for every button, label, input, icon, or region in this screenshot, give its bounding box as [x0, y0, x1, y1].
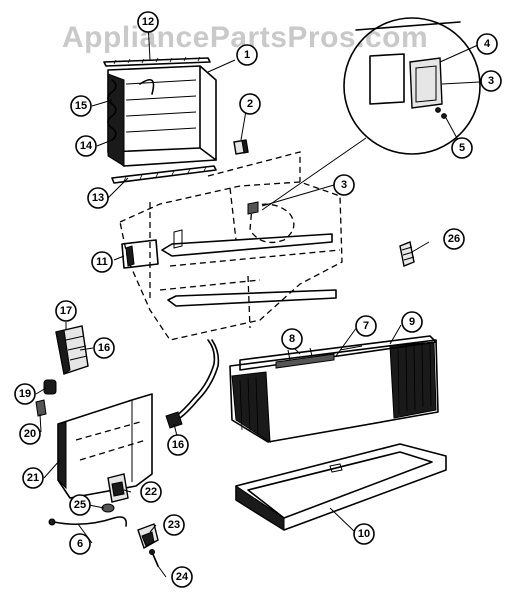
callout-8: 8 — [281, 328, 303, 350]
bottom-channel — [111, 165, 217, 184]
svg-text:14: 14 — [80, 140, 93, 152]
svg-text:21: 21 — [27, 472, 39, 484]
svg-text:26: 26 — [448, 233, 460, 245]
callout-16-tube: 16 — [167, 434, 189, 456]
drain-tube — [165, 339, 220, 429]
svg-text:24: 24 — [176, 571, 189, 583]
svg-text:7: 7 — [363, 320, 369, 332]
svg-text:11: 11 — [96, 256, 108, 268]
leader-lines — [35, 21, 481, 578]
part-23-thermostat — [137, 523, 159, 550]
callout-14: 14 — [75, 135, 97, 157]
svg-text:10: 10 — [358, 528, 370, 540]
svg-text:16: 16 — [172, 439, 184, 451]
callout-9: 9 — [401, 311, 423, 333]
svg-text:8: 8 — [289, 333, 295, 345]
chassis — [119, 151, 343, 341]
part-10-tray — [235, 443, 447, 531]
top-channel — [103, 56, 211, 67]
callout-25: 25 — [69, 494, 91, 516]
condenser-coil — [107, 65, 217, 167]
svg-text:4: 4 — [484, 38, 491, 50]
callout-2: 2 — [239, 93, 261, 115]
svg-text:25: 25 — [74, 499, 86, 511]
callout-16-left: 16 — [93, 337, 115, 359]
svg-text:2: 2 — [247, 98, 253, 110]
callout-5: 5 — [451, 137, 473, 159]
part-19-knob — [43, 379, 57, 395]
svg-text:1: 1 — [244, 49, 250, 61]
svg-text:19: 19 — [19, 388, 31, 400]
part-21-panel — [57, 393, 153, 499]
callout-4: 4 — [476, 33, 498, 55]
callout-10: 10 — [353, 523, 375, 545]
callout-17: 17 — [55, 300, 77, 322]
detail-inset — [261, 17, 481, 211]
callouts: 1 2 3 3 4 5 6 7 8 9 10 11 12 13 14 15 16… — [14, 11, 502, 588]
part-6-wire — [48, 516, 128, 527]
svg-text:9: 9 — [409, 316, 415, 328]
part-26-connector — [399, 241, 415, 267]
svg-text:15: 15 — [75, 100, 87, 112]
front-grille — [229, 335, 439, 443]
callout-13: 13 — [87, 187, 109, 209]
svg-text:13: 13 — [92, 192, 104, 204]
svg-text:22: 22 — [145, 486, 157, 498]
callout-19: 19 — [14, 383, 36, 405]
callout-6: 6 — [69, 533, 91, 555]
part-2-block — [233, 139, 249, 155]
svg-text:20: 20 — [24, 428, 36, 440]
part-11-rail — [121, 239, 159, 269]
callout-15: 15 — [70, 95, 92, 117]
callout-3-detail: 3 — [480, 70, 502, 92]
callout-1: 1 — [236, 44, 258, 66]
callout-23: 23 — [163, 514, 185, 536]
callout-22: 22 — [140, 481, 162, 503]
svg-text:12: 12 — [142, 16, 154, 28]
callout-21: 21 — [22, 467, 44, 489]
callout-3-chassis: 3 — [333, 174, 355, 196]
svg-text:3: 3 — [341, 179, 347, 191]
svg-text:3: 3 — [488, 75, 494, 87]
callout-26: 26 — [443, 228, 465, 250]
callout-7: 7 — [355, 315, 377, 337]
callout-20: 20 — [19, 423, 41, 445]
part-17-bracket — [55, 325, 89, 375]
callout-11: 11 — [91, 251, 113, 273]
part-20-clip — [35, 399, 47, 417]
svg-text:6: 6 — [77, 538, 83, 550]
callout-12: 12 — [137, 11, 159, 33]
svg-text:23: 23 — [168, 519, 180, 531]
part-8-bracket — [287, 347, 313, 361]
svg-text:5: 5 — [459, 142, 465, 154]
callout-24: 24 — [171, 566, 193, 588]
svg-text:17: 17 — [60, 305, 72, 317]
part-24-screw — [149, 549, 159, 567]
svg-text:16: 16 — [98, 342, 110, 354]
part-22-switch — [107, 473, 129, 503]
